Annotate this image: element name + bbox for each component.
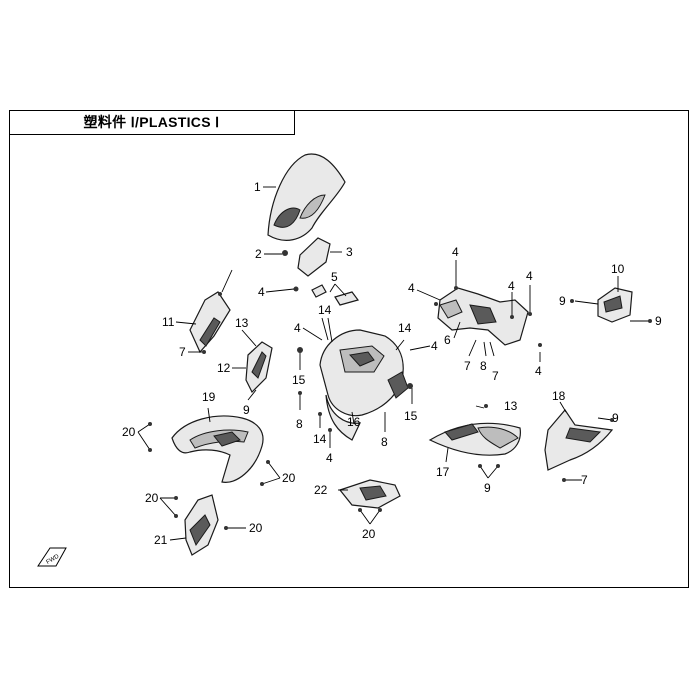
callout: 9 xyxy=(484,481,491,495)
callout: 9 xyxy=(612,411,619,425)
callout: 7 xyxy=(179,345,186,359)
diagram-frame xyxy=(9,110,689,588)
callout: 4 xyxy=(452,245,459,259)
callout: 7 xyxy=(581,473,588,487)
diagram-title: 塑料件 Ⅰ/PLASTICS Ⅰ xyxy=(9,110,295,135)
callout: 9 xyxy=(243,403,250,417)
callout: 7 xyxy=(464,359,471,373)
bracket-part-5 xyxy=(334,291,360,306)
front-inner-panel-16 xyxy=(319,329,409,441)
callout: 17 xyxy=(436,465,450,479)
callout: 8 xyxy=(381,435,388,449)
callout: 19 xyxy=(202,390,216,404)
callout: 4 xyxy=(326,451,333,465)
callout: 15 xyxy=(292,373,306,387)
bracket-part-22 xyxy=(338,479,401,509)
callout: 4 xyxy=(535,364,542,378)
upper-bracket-6 xyxy=(437,287,529,346)
clip-part-5 xyxy=(311,284,327,298)
callout: 20 xyxy=(282,471,296,485)
callout: 20 xyxy=(122,425,136,439)
callout: 2 xyxy=(255,247,262,261)
front-fender-19 xyxy=(171,415,264,483)
callout: 4 xyxy=(408,281,415,295)
callout: 14 xyxy=(313,432,327,446)
callout: 18 xyxy=(552,389,566,403)
callout: 4 xyxy=(431,339,438,353)
callout: 20 xyxy=(249,521,263,535)
callout: 9 xyxy=(655,314,662,328)
callout-labels: 1 2 3 4 5 4 4 6 7 8 7 4 4 4 10 9 9 11 7 … xyxy=(122,180,662,547)
bracket-part-10 xyxy=(597,287,633,323)
side-fairing-18 xyxy=(544,409,614,471)
callout: 9 xyxy=(559,294,566,308)
callout: 4 xyxy=(258,285,265,299)
callout: 13 xyxy=(235,316,249,330)
callout: 14 xyxy=(398,321,412,335)
callout: 4 xyxy=(294,321,301,335)
side-panel-11 xyxy=(189,291,231,354)
callout: 5 xyxy=(331,270,338,284)
callout: 20 xyxy=(145,491,159,505)
screw-4a xyxy=(293,286,299,292)
callout: 14 xyxy=(318,303,332,317)
callout: 8 xyxy=(480,359,487,373)
callout: 15 xyxy=(404,409,418,423)
bolt-2 xyxy=(282,250,288,256)
callout: 12 xyxy=(217,361,231,375)
windscreen-part xyxy=(267,153,346,241)
lower-cowl-17 xyxy=(428,422,521,456)
cover-part-3 xyxy=(297,237,331,277)
callout: 22 xyxy=(314,483,328,497)
fwd-label: FWD xyxy=(45,553,60,565)
callout: 20 xyxy=(362,527,376,541)
callout: 11 xyxy=(162,315,175,329)
callout: 6 xyxy=(444,333,451,347)
callout: 16 xyxy=(347,415,361,429)
callout: 21 xyxy=(154,533,168,547)
callout: 3 xyxy=(346,245,353,259)
callout: 13 xyxy=(504,399,518,413)
callout: 10 xyxy=(611,262,625,276)
fasteners xyxy=(148,286,652,530)
leader-lines xyxy=(137,186,650,541)
fwd-arrow-icon: FWD xyxy=(37,547,67,567)
cover-part-21 xyxy=(184,494,219,556)
callout: 4 xyxy=(508,279,515,293)
callout: 1 xyxy=(254,180,261,194)
callout: 4 xyxy=(526,269,533,283)
callout: 7 xyxy=(492,369,499,383)
callout: 8 xyxy=(296,417,303,431)
